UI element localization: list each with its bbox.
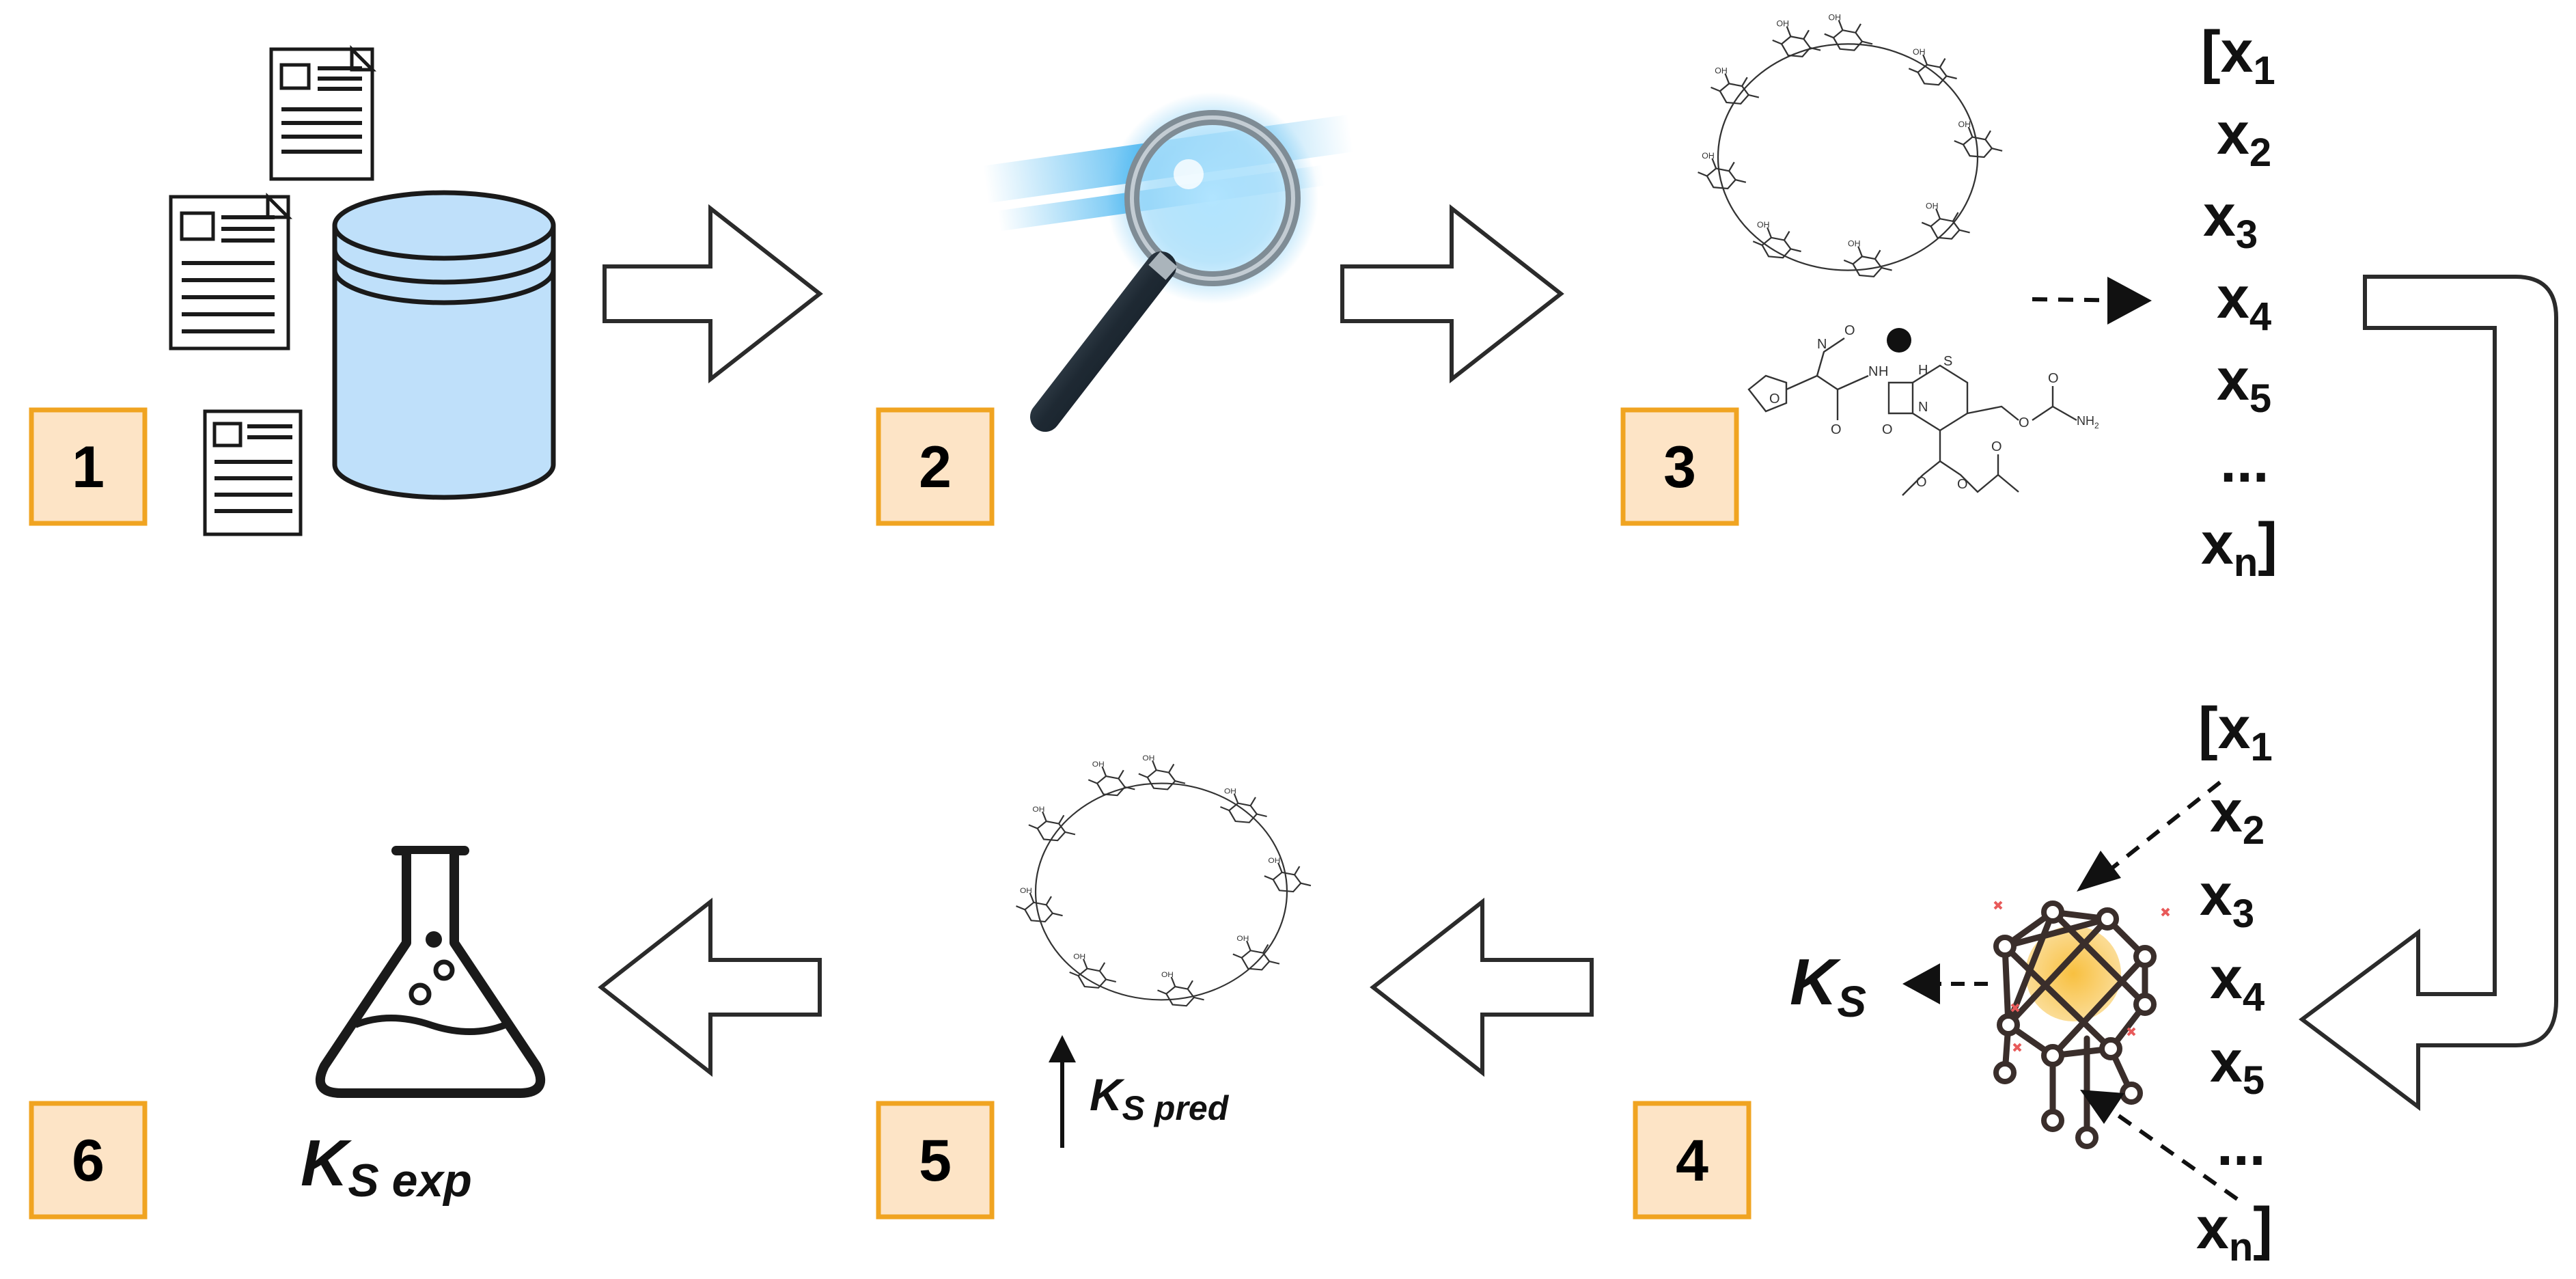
- complex-dot: [1887, 328, 1911, 353]
- atom-label: O: [2019, 415, 2030, 430]
- step-number: 4: [1676, 1128, 1708, 1194]
- flow-arrow-left: [1370, 897, 1594, 1077]
- step-number: 3: [1663, 435, 1696, 500]
- atom-label: O: [1844, 323, 1855, 338]
- vector-element: x3: [2200, 862, 2254, 936]
- dashed-arrow: [2103, 780, 2221, 877]
- atom-label: O: [2048, 371, 2059, 386]
- step-badge-4: 4: [1633, 1101, 1751, 1220]
- vector-element: [x1: [2198, 696, 2273, 769]
- ks-exp-label: KS exp: [301, 1127, 472, 1207]
- vector-element: [x1: [2201, 19, 2275, 93]
- atom-label: N: [1817, 337, 1827, 352]
- step-badge-2: 2: [876, 407, 995, 526]
- flow-arrow-left: [598, 897, 822, 1077]
- vector-element: x2: [2210, 779, 2265, 853]
- atom-label: H: [1879, 364, 1888, 379]
- vector-element: x5: [2210, 1029, 2265, 1103]
- atom-label: N: [1868, 364, 1878, 379]
- atom-label: NH: [2077, 414, 2094, 428]
- atom-label: N: [1918, 400, 1928, 415]
- step-number: 5: [919, 1128, 952, 1194]
- vector-element: xn]: [2196, 1196, 2273, 1269]
- vector-element: xn]: [2201, 511, 2277, 585]
- descriptor-vector-bottom: [x1 x2 x3 x4 x5... xn]: [2196, 696, 2273, 1269]
- step-badge-5: 5: [876, 1101, 995, 1220]
- atom-label-sub: 2: [2094, 421, 2099, 430]
- database-cylinder-icon: [332, 190, 556, 500]
- dashed-arrow-head: [2107, 277, 2152, 325]
- vector-element: x4: [2217, 265, 2271, 339]
- vector-element: ...: [2217, 1112, 2266, 1178]
- vector-element: x4: [2210, 946, 2265, 1019]
- step-badge-6: 6: [29, 1101, 148, 1220]
- increase-arrow-icon: [1049, 1035, 1076, 1148]
- drug-molecule: O N O O N H O N H S O O NH2 O O O: [1747, 323, 2099, 496]
- step-number: 1: [72, 435, 105, 500]
- flow-arrow-return: [2298, 275, 2558, 1112]
- ks-pred-label: KS pred: [1090, 1069, 1230, 1127]
- database-icon-group: [169, 44, 556, 536]
- atom-label: O: [1882, 422, 1893, 437]
- cyclodextrin-molecule: [1698, 13, 2003, 277]
- dashed-arrow-head: [2077, 851, 2121, 892]
- step-number: 2: [919, 435, 952, 500]
- document-icon: [203, 409, 303, 536]
- document-icon: [269, 44, 377, 181]
- atom-label: O: [1769, 391, 1780, 407]
- search-magnifier-icon: [982, 92, 1354, 432]
- neural-network-icon: [1993, 900, 2170, 1149]
- flow-arrow-right: [603, 204, 823, 384]
- step-number: 6: [72, 1128, 105, 1194]
- atom-label: O: [1991, 439, 2002, 454]
- cyclodextrin-molecule: [1016, 754, 1310, 1006]
- atom-label: S: [1943, 354, 1952, 369]
- descriptor-vector-top: [x1 x2 x3 x4 x5... xn]: [2201, 19, 2277, 585]
- ks-output-label: KS: [1790, 946, 1866, 1026]
- flow-arrow-right: [1340, 204, 1564, 384]
- document-icon: [169, 192, 293, 350]
- dashed-arrow-head: [2080, 1090, 2124, 1124]
- vector-element: ...: [2220, 429, 2269, 495]
- svg-text:NH2: NH2: [2077, 414, 2099, 430]
- vector-element: x5: [2217, 347, 2271, 421]
- dashed-arrow: [2032, 297, 2146, 303]
- step-badge-1: 1: [29, 407, 148, 526]
- dashed-arrow-head: [1902, 963, 1940, 1004]
- step-badge-3: 3: [1620, 407, 1739, 526]
- vector-element: x3: [2203, 183, 2258, 257]
- atom-label: O: [1831, 422, 1842, 437]
- flask-icon: [315, 846, 546, 1098]
- atom-label: O: [1916, 475, 1927, 490]
- vector-element: x2: [2217, 101, 2271, 175]
- atom-label: O: [1957, 477, 1968, 492]
